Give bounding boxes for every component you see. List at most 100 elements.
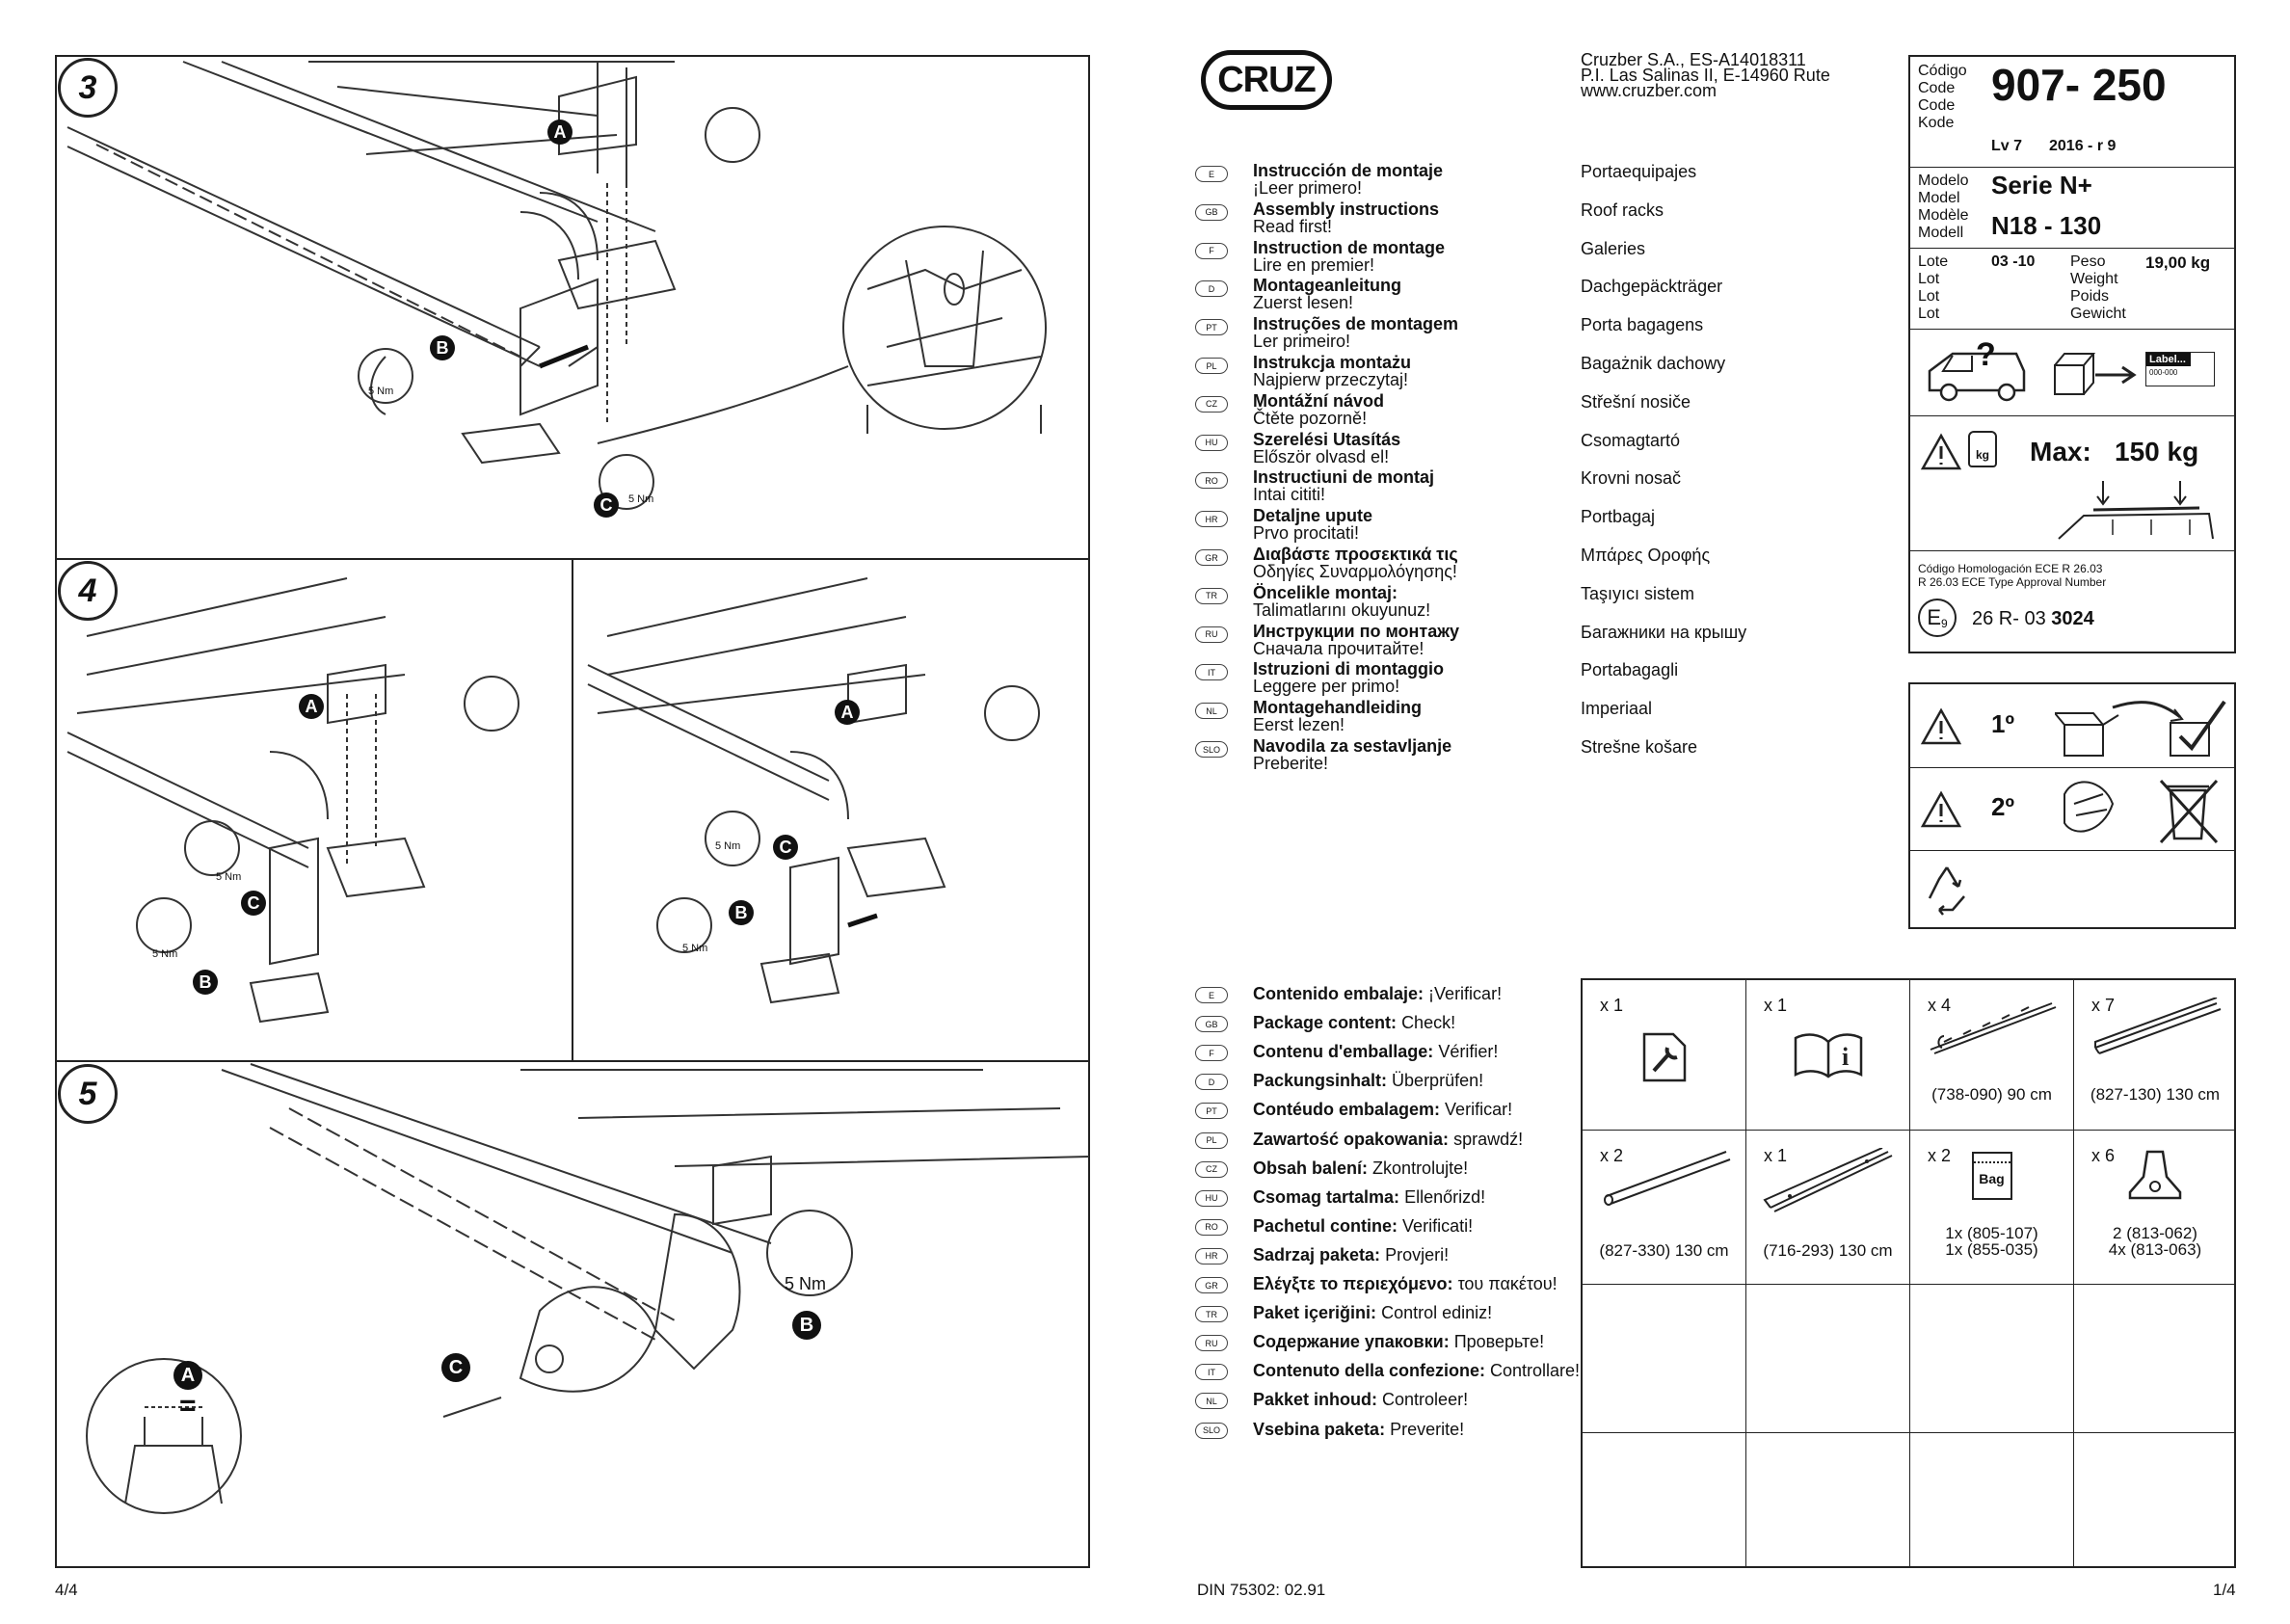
content-cell: x 1(716-293) 130 cm [1746, 1131, 1910, 1285]
company-address-line: P.I. Las Salinas II, E-14960 Rute [1581, 66, 1830, 85]
callout-a-step4-right: A [835, 700, 860, 725]
language-code-badge: NL [1195, 1393, 1228, 1410]
language-product-name: Krovni nosač [1581, 468, 1682, 489]
torque-label-step4-left-b: 5 Nm [152, 948, 178, 960]
svg-text:i: i [1842, 1043, 1849, 1071]
language-code-badge: D [1195, 280, 1228, 298]
callout-a-step4-left: A [299, 694, 324, 719]
recycle-icon [1928, 866, 1965, 916]
step4-right-drawing [587, 577, 1040, 1004]
e-mark-sub: 9 [1941, 617, 1948, 630]
assembly-illustrations [67, 61, 1090, 1514]
language-product-name: Portaequipajes [1581, 162, 1697, 181]
question-mark: ? [1976, 336, 1996, 373]
language-title: Öncelikle montaj:Talimatlarını okuyunuz! [1253, 582, 1431, 620]
language-product-name: Csomagtartó [1581, 430, 1681, 450]
page-number-right: 1/4 [2213, 1581, 2236, 1599]
torque-label-step4-right-b: 5 Nm [682, 943, 708, 954]
item-quantity: x 1 [1600, 996, 1624, 1015]
item-quantity: x 2 [1600, 1146, 1624, 1165]
revision-label: 2016 - r 9 [2049, 138, 2117, 154]
weight-labels: Peso Weight Poids Gewicht [2070, 253, 2126, 322]
language-code-badge: GR [1195, 549, 1228, 566]
package-content-text: Csomag tartalma: Ellenőrizd! [1253, 1186, 1486, 1207]
bracket-plate-icon [2074, 1148, 2236, 1207]
content-cell [1583, 1433, 1746, 1568]
bag-icon: Bag [1910, 1152, 2073, 1200]
step5-panel [55, 1060, 1090, 1568]
callout-a-step5: A [173, 1361, 202, 1390]
item-quantity: x 2 [1928, 1146, 1952, 1165]
roof-load-icon [2058, 481, 2214, 540]
homologation-number: 26 R- 03 3024 [1972, 608, 2094, 629]
language-code-badge: GB [1195, 1016, 1228, 1033]
callout-c-step4-right: C [773, 835, 798, 860]
content-cell: x 2(827-330) 130 cm [1583, 1131, 1746, 1285]
model-row: Modelo Model Modèle Modell Serie N+ N18 … [1910, 167, 2234, 249]
language-code-badge: HR [1195, 1247, 1228, 1265]
language-product-name: Bagażnik dachowy [1581, 354, 1726, 373]
package-content-text: Obsah balení: Zkontrolujte! [1253, 1158, 1469, 1178]
content-cell [1910, 1285, 2074, 1433]
company-website-link[interactable]: www.cruzber.com [1581, 81, 1718, 100]
max-load-value: 150 kg [2115, 437, 2199, 466]
open-box-icon [2055, 700, 2226, 757]
max-load-row: kg Max: 150 kg [1910, 415, 2234, 551]
round-tube-icon [1583, 1148, 1745, 1211]
step4-left-drawing [67, 577, 519, 1024]
item-quantity: x 7 [2091, 996, 2116, 1015]
package-content-text: Zawartość opakowania: sprawdź! [1253, 1129, 1524, 1149]
warning-triangle-icon-2 [1920, 790, 1962, 828]
content-cell [2074, 1285, 2236, 1433]
warning-triangle-icon [1920, 433, 1962, 470]
language-code-badge: TR [1195, 1306, 1228, 1323]
package-content-text: Contenu d'emballage: Vérifier! [1253, 1042, 1499, 1062]
safety-steps-box: 1º 2º [1908, 682, 2236, 929]
language-code-badge: PL [1195, 1131, 1228, 1149]
item-part-number: (716-293) 130 cm [1763, 1241, 1893, 1260]
language-product-name: Galeries [1581, 238, 1646, 258]
model-labels: Modelo Model Modèle Modell [1918, 173, 1969, 241]
wrench-doc-icon [1583, 1030, 1745, 1089]
van-icon [1928, 352, 2026, 402]
content-cell: x 4(738-090) 90 cm [1910, 980, 2074, 1131]
item-quantity: x 6 [2091, 1146, 2116, 1165]
language-product-name: Imperiaal [1581, 699, 1653, 719]
level-label: Lv 7 [1991, 138, 2023, 154]
first-label: 1º [1991, 709, 2014, 738]
item-part-number: 2 (813-062) [2113, 1224, 2197, 1242]
package-content-text: Contenuto della confezione: Controllare! [1253, 1361, 1581, 1381]
package-content-text: Packungsinhalt: Überprüfen! [1253, 1071, 1484, 1091]
language-code-badge: RO [1195, 1218, 1228, 1236]
language-code-badge: IT [1195, 664, 1228, 681]
company-name-line: Cruzber S.A., ES-A14018311 [1581, 50, 1806, 69]
model-series: Serie N+ [1991, 171, 2092, 200]
language-code-badge: HR [1195, 511, 1228, 528]
language-code-badge: PL [1195, 358, 1228, 374]
package-content-text: Содержание упаковки: Проверьте! [1253, 1332, 1545, 1352]
language-code-badge: SLO [1195, 741, 1228, 758]
language-product-name: Багажники на крышу [1581, 622, 1747, 642]
label-location-row: ? Label... 000-000 [1910, 329, 2234, 416]
package-content-text: Paket içeriğini: Control ediniz! [1253, 1303, 1493, 1323]
second-step-row: 2º [1910, 767, 2234, 851]
weight-value: 19,00 kg [2145, 253, 2211, 272]
language-code-badge: IT [1195, 1364, 1228, 1381]
language-code-badge: RU [1195, 626, 1228, 643]
